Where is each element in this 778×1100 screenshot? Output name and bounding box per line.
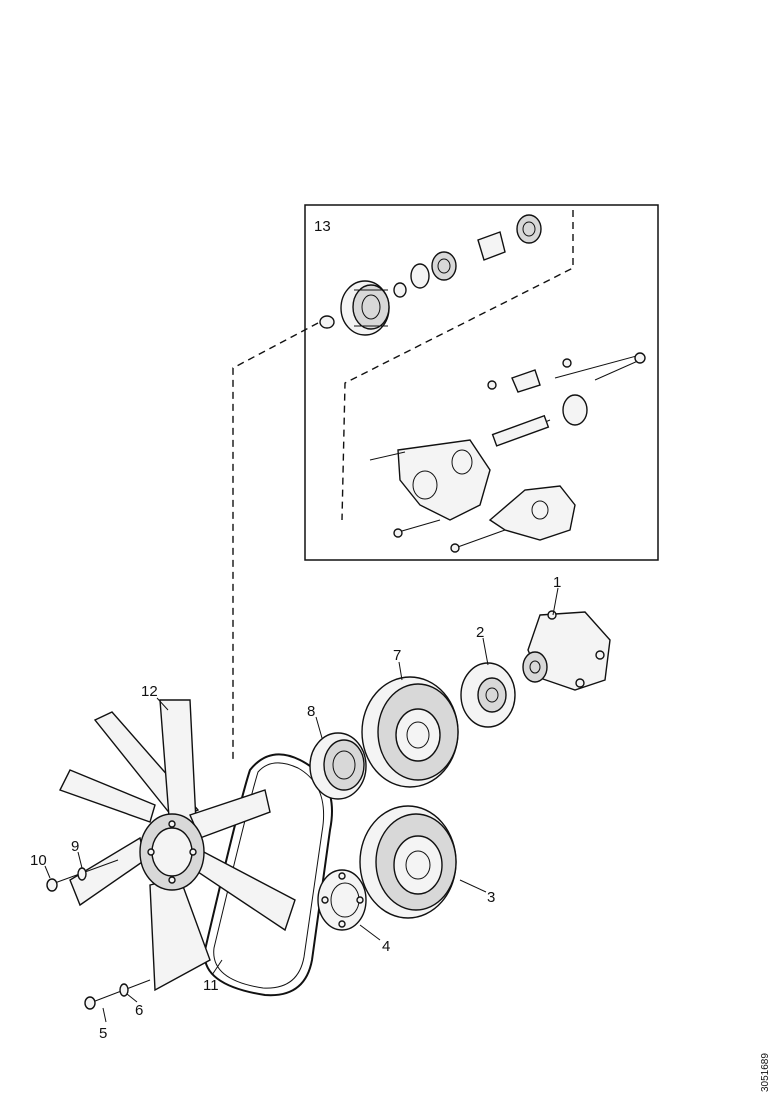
inset-frame — [304, 204, 659, 561]
pump-flange — [460, 662, 516, 728]
callout-2: 2 — [476, 624, 484, 641]
water-pump — [522, 610, 611, 691]
callout-11: 11 — [203, 977, 219, 994]
idler-pulley — [319, 280, 390, 336]
fan-blade — [189, 789, 271, 839]
spacer-hub — [309, 732, 367, 800]
drive-belt-inner — [213, 762, 325, 989]
tensioner-arm — [369, 352, 646, 553]
bearing-set — [393, 214, 542, 298]
fan-bolt-lower — [84, 979, 151, 1010]
damper-plate — [317, 869, 367, 931]
crankshaft-pulley — [359, 805, 457, 919]
callout-9: 9 — [71, 838, 79, 855]
callout-5: 5 — [99, 1025, 107, 1042]
inset-detail-13: 13 — [304, 204, 659, 561]
inset-label: 13 — [314, 218, 331, 235]
callout-leaders — [44, 587, 559, 1023]
drawing-code: 3051689 — [760, 1053, 771, 1092]
fan-bolt-upper — [46, 859, 119, 892]
callout-4: 4 — [382, 938, 390, 955]
callout-12: 12 — [141, 683, 158, 700]
fan-blade — [149, 877, 211, 992]
fan-assembly — [59, 699, 296, 992]
inset-dashed-axis — [341, 210, 574, 521]
callout-7: 7 — [393, 647, 401, 664]
callout-1: 1 — [553, 574, 561, 591]
callout-10: 10 — [30, 852, 47, 869]
inset-to-fan-dashed-link — [232, 322, 319, 760]
callout-3: 3 — [487, 889, 495, 906]
fan-blade — [194, 848, 296, 932]
fan-blade — [59, 769, 156, 823]
callout-8: 8 — [307, 703, 315, 720]
pump-pulley — [361, 676, 459, 788]
callout-6: 6 — [135, 1002, 143, 1019]
fan-blade — [159, 699, 197, 831]
